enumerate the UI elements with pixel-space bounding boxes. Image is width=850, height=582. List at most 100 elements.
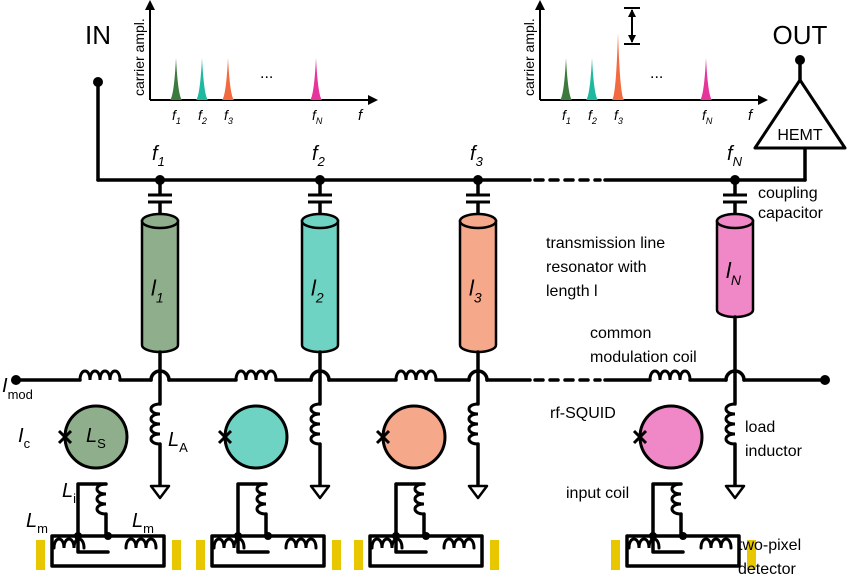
resonator-length-label-2: l2 (311, 276, 324, 306)
resonator-label-line2: resonator with (546, 259, 647, 276)
output-spectrum-peak-4 (700, 58, 712, 100)
josephson-junction-b-1 (57, 429, 73, 445)
rf-squid-label: rf-SQUID (550, 405, 616, 422)
input-coil-label: input coil (566, 485, 629, 502)
input-spectrum-peak-label-1: f1 (172, 107, 181, 126)
pickup-coils-3 (368, 534, 484, 568)
modulation-coil-line (18, 369, 822, 382)
resonator-body-4 (715, 219, 755, 319)
pickup-coil-right-3 (442, 537, 476, 550)
resonator-length-label-4: lN (726, 258, 742, 288)
frequency-label-4: fN (727, 143, 743, 169)
load-inductor-1 (149, 402, 162, 446)
input-coil-1 (95, 482, 108, 516)
detector-pad-left-2 (196, 540, 205, 570)
pickup-coils-2 (210, 534, 326, 568)
detector-pad-left-1 (36, 540, 45, 570)
coupling-label-line2: capacitor (758, 205, 824, 222)
pickup-loop-2 (210, 534, 326, 568)
detector-pad-left-3 (354, 540, 363, 570)
detector-label: two-pixel detector (738, 537, 801, 578)
load-inductor-label: load inductor (745, 419, 803, 460)
resonator-body-3 (458, 219, 498, 354)
load-inductor-3 (467, 402, 480, 446)
channel-2: f2 l2 (196, 143, 341, 570)
pickup-loop-4 (625, 534, 741, 568)
amplitude-change-arrow (624, 7, 640, 45)
pickup-coils-4 (625, 534, 741, 568)
out-label: OUT (773, 20, 828, 50)
resonator-top-4 (715, 212, 755, 230)
output-spectrum-peak-2 (586, 58, 598, 100)
pickup-loop-3 (368, 534, 484, 568)
modulation-coil-3 (394, 369, 438, 382)
pickup-coil-left-1 (52, 537, 86, 550)
resonator-length-label-3: l3 (469, 276, 482, 306)
lm-right-label: Lm (132, 510, 154, 536)
resonator-top-1 (140, 212, 180, 230)
lm-left-label: Lm (26, 510, 48, 536)
josephson-junction-b-2 (217, 429, 233, 445)
input-spectrum-xlabel: f (358, 107, 364, 124)
input-spectrum-peak-label-4: fN (312, 107, 323, 126)
ground-symbol-1 (149, 484, 171, 500)
output-spectrum-ylabel: carrier ampl. (521, 18, 537, 96)
resonator-label: transmission line resonator with length … (546, 235, 665, 300)
pickup-coils-1 (50, 534, 166, 568)
input-spectrum-peak-label-3: f3 (224, 107, 233, 126)
channel-4: fN lN (611, 143, 756, 570)
rf-squid-loop-3 (381, 404, 447, 470)
input-coil-wire-left-2 (236, 482, 270, 554)
detector-label-line2: detector (738, 561, 796, 578)
josephson-junction-b-4 (632, 429, 648, 445)
pickup-coil-right-4 (699, 537, 733, 550)
pickup-coil-left-3 (370, 537, 404, 550)
modulation-label-line1: common (590, 325, 651, 342)
pickup-coil-left-4 (627, 537, 661, 550)
input-coil-3 (413, 482, 426, 516)
ground-symbol-2 (309, 484, 331, 500)
pickup-coil-left-2 (212, 537, 246, 550)
input-spectrum-peak-1 (170, 58, 182, 100)
ic-label: Ic (18, 425, 31, 451)
output-spectrum-xlabel: f (748, 107, 754, 124)
ground-symbol-3 (467, 484, 489, 500)
modulation-coil-1 (78, 369, 122, 382)
input-spectrum-peak-2 (196, 58, 208, 100)
detector-pad-right-4 (747, 540, 756, 570)
hemt-amplifier: HEMT (753, 55, 847, 150)
load-inductor-4 (724, 402, 737, 446)
hemt-label: HEMT (777, 127, 823, 144)
frequency-label-2: f2 (312, 143, 326, 169)
rf-squid-loop-2 (223, 404, 289, 470)
resonator-top-2 (300, 212, 340, 230)
modulation-label-line2: modulation coil (590, 349, 697, 366)
rf-squid-loop-4 (638, 404, 704, 470)
input-coil-wire-left-3 (394, 482, 428, 554)
modulation-line (11, 375, 830, 385)
load-label-line2: inductor (745, 443, 803, 460)
detector-pad-right-1 (172, 540, 181, 570)
input-spectrum-ellipsis: ... (260, 65, 273, 82)
input-coil-wire-left-4 (651, 482, 685, 554)
input-spectrum-y-arrow (145, 0, 155, 10)
input-coil-2 (255, 482, 268, 516)
imod-label: Imod (2, 375, 33, 402)
input-spectrum-peak-3 (222, 58, 234, 100)
in-label: IN (85, 20, 111, 50)
frequency-label-3: f3 (470, 143, 484, 169)
load-inductor-2 (309, 402, 322, 446)
ls-label: LS (86, 425, 106, 451)
channel-3: f3 l3 (354, 143, 499, 570)
load-label-line1: load (745, 419, 775, 436)
detector-label-line1: two-pixel (738, 537, 801, 554)
resonator-label-line1: transmission line (546, 235, 665, 252)
output-spectrum-peak-label-2: f2 (588, 107, 597, 126)
output-spectrum-peak-label-3: f3 (614, 107, 623, 126)
input-spectrum-peak-label-2: f2 (198, 107, 207, 126)
